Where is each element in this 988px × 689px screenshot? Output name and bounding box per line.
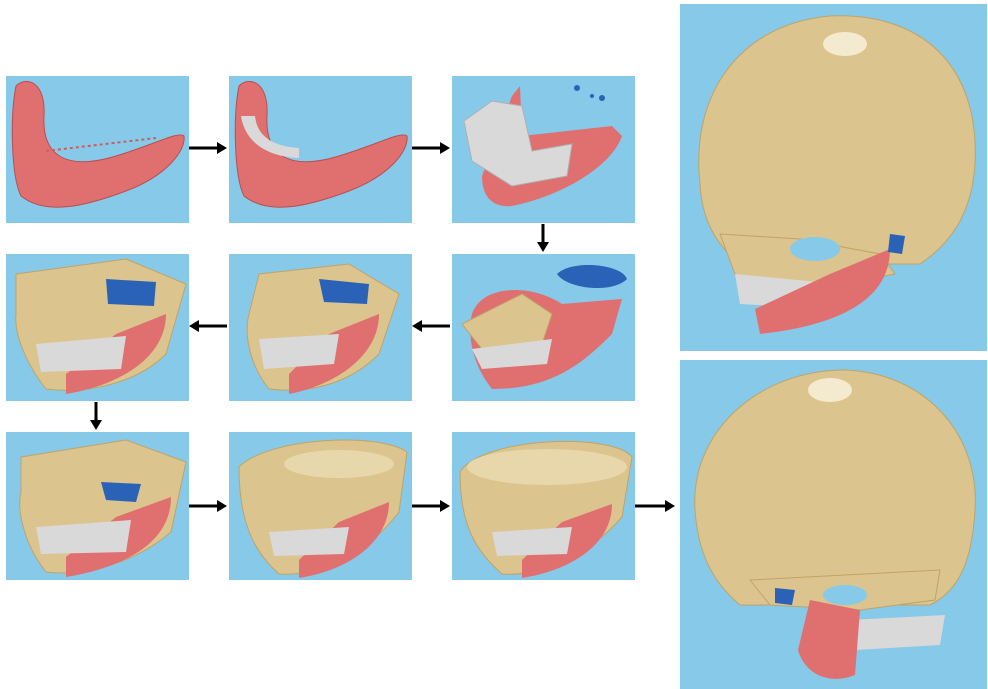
mandible-teeth-render: [229, 76, 412, 223]
upper-start-render: [452, 254, 635, 401]
step-10-skull-view-1-panel: [680, 4, 987, 351]
arrow-8-to-9: [410, 498, 452, 514]
arrow-3-to-4: [535, 222, 551, 254]
step-7-face-completion-panel: [6, 432, 189, 580]
step-8-cranium-start-panel: [229, 432, 412, 580]
arrow-7-to-8: [187, 498, 229, 514]
skull-view-2-render: [680, 360, 987, 689]
step-9-cranium-more-panel: [452, 432, 635, 580]
arrow-9-to-10: [633, 498, 677, 514]
mandible-render: [6, 76, 189, 223]
cranium-start-render: [229, 432, 412, 580]
cranium-more-render: [452, 432, 635, 580]
arrow-2-to-3: [410, 140, 452, 156]
step-6-upper-growth-more-panel: [6, 254, 189, 401]
arrow-4-to-5: [410, 318, 452, 334]
step-11-skull-view-2-panel: [680, 360, 987, 689]
step-4-upper-start-panel: [452, 254, 635, 401]
upper-growth-render: [229, 254, 412, 401]
step-5-upper-growth-panel: [229, 254, 412, 401]
upper-growth-more-render: [6, 254, 189, 401]
step-1-mandible-panel: [6, 76, 189, 223]
face-completion-render: [6, 432, 189, 580]
step-2-mandible-teeth-panel: [229, 76, 412, 223]
step-3-teeth-panel: [452, 76, 635, 223]
arrow-1-to-2: [187, 140, 229, 156]
arrow-6-to-7: [88, 400, 104, 432]
skull-view-1-render: [680, 4, 987, 351]
arrow-5-to-6: [187, 318, 229, 334]
mandible-teeth-full-render: [452, 76, 635, 223]
